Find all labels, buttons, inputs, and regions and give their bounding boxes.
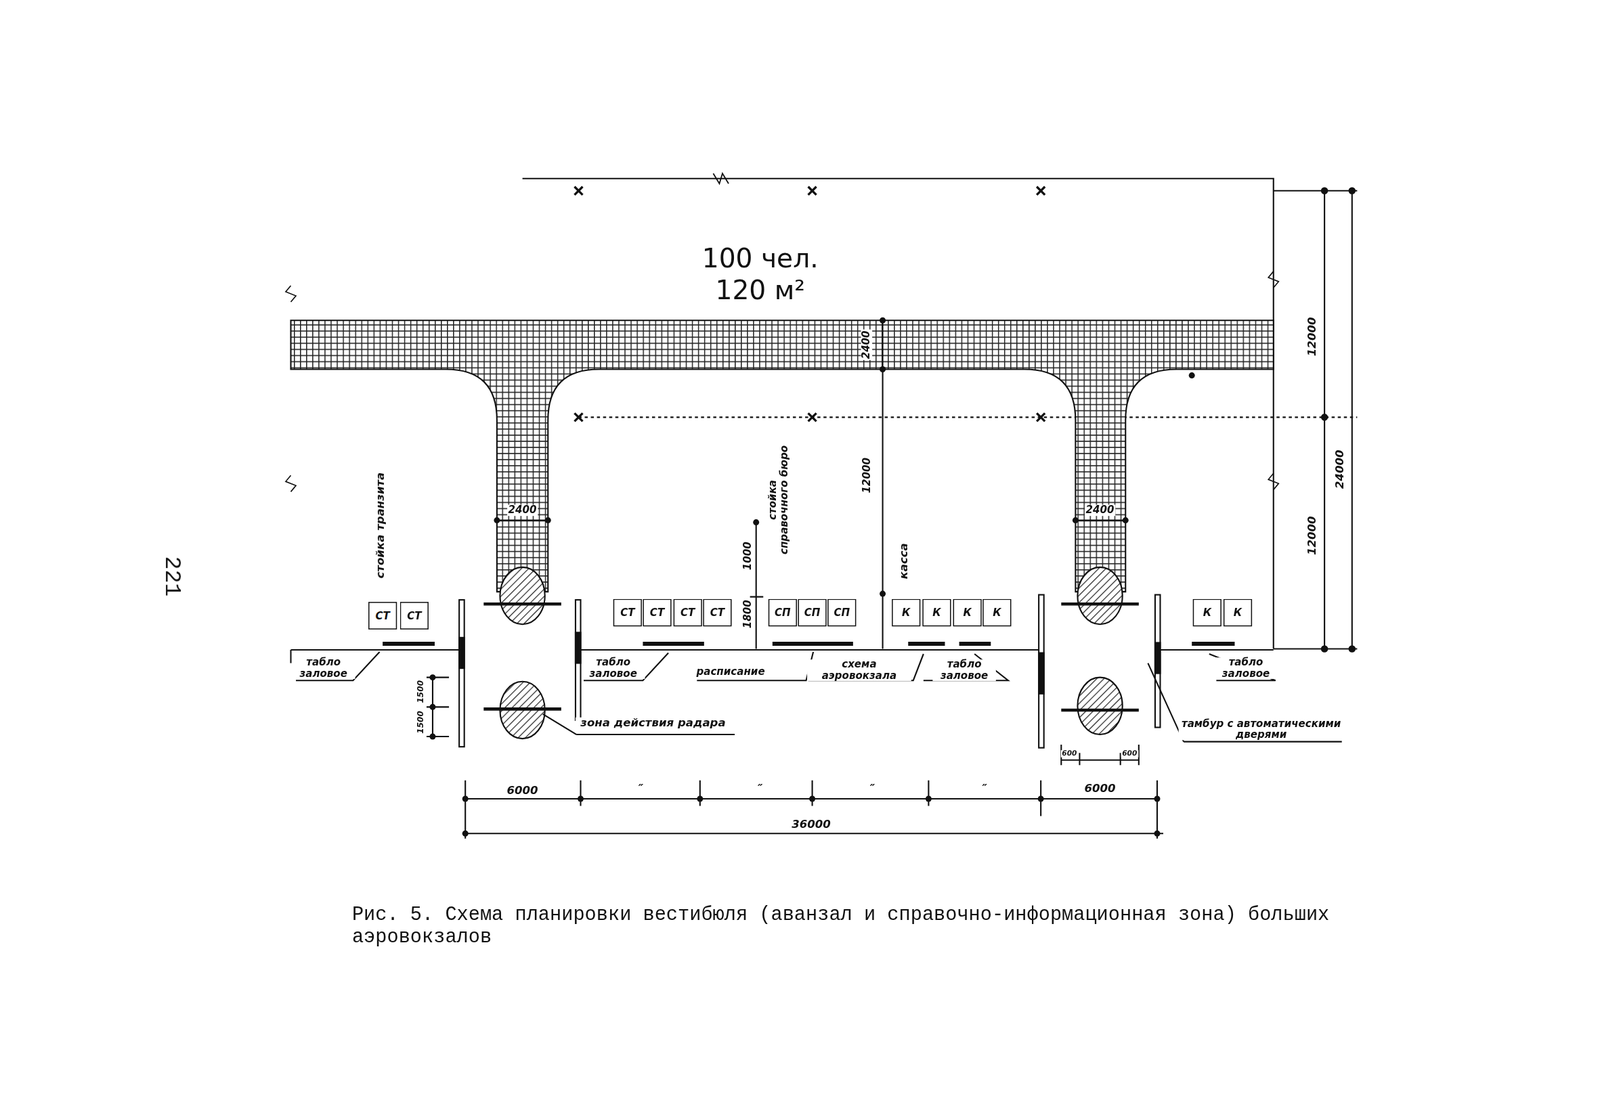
cash-desk: К bbox=[982, 599, 1011, 627]
counter-code: СП bbox=[774, 607, 791, 619]
counter-code: К bbox=[992, 607, 1001, 619]
transit-counter: СТ bbox=[702, 599, 732, 627]
vestibule-label: тамбур с автоматическими дверями bbox=[1178, 719, 1345, 741]
ditto-mark: ″ bbox=[637, 782, 644, 795]
transit-counter: СТ bbox=[400, 601, 429, 630]
dimension-text: 1500 bbox=[417, 679, 426, 705]
cash-desk: К bbox=[891, 599, 921, 627]
page-number: 221 bbox=[159, 555, 184, 598]
transit-counter: СТ bbox=[368, 601, 397, 630]
counter-code: К bbox=[962, 607, 971, 619]
area-note: 120 м² bbox=[714, 276, 807, 305]
counter-label: касса bbox=[898, 542, 911, 581]
counter-code: СТ bbox=[650, 607, 665, 619]
dimension-text: 36000 bbox=[790, 818, 833, 831]
counter-code: СТ bbox=[710, 607, 725, 619]
counter-label: стойка справочного бюро bbox=[767, 442, 790, 558]
display-label: табло заловое bbox=[581, 657, 645, 680]
display-label: расписание bbox=[695, 666, 766, 678]
cash-desk: К bbox=[922, 599, 951, 627]
ditto-mark: ″ bbox=[868, 782, 876, 795]
cash-desk: К bbox=[1223, 599, 1252, 627]
display-label: табло заловое bbox=[1214, 657, 1278, 680]
counter-code: К bbox=[1233, 607, 1242, 619]
display-label: табло заловое bbox=[291, 657, 355, 680]
ditto-mark: ″ bbox=[757, 782, 764, 795]
dimension-text: 12000 bbox=[861, 457, 873, 495]
transit-counter: СТ bbox=[642, 599, 672, 627]
dimension-text: 6000 bbox=[505, 784, 539, 797]
info-counter: СП bbox=[827, 599, 856, 627]
dimension-text: 12000 bbox=[1306, 316, 1318, 358]
dimension-text: 24000 bbox=[1333, 448, 1346, 491]
dimension-text: 600 bbox=[1121, 750, 1139, 758]
dimension-text: 1800 bbox=[742, 599, 754, 630]
dimension-text: 600 bbox=[1061, 750, 1078, 758]
dimension-text: 1000 bbox=[742, 541, 754, 572]
counter-code: СП bbox=[804, 607, 821, 619]
display-label: схема аэровокзала bbox=[807, 659, 912, 682]
counter-code: СП bbox=[833, 607, 850, 619]
dimension-text: 2400 bbox=[507, 505, 538, 516]
info-counter: СП bbox=[797, 599, 827, 627]
counter-label: стойка транзита bbox=[374, 471, 386, 580]
counter-code: К bbox=[901, 607, 911, 619]
info-counter: СП bbox=[768, 599, 797, 627]
counter-code: СТ bbox=[680, 607, 695, 619]
cash-desk: К bbox=[953, 599, 982, 627]
cash-desk: К bbox=[1193, 599, 1222, 627]
dimension-text: 2400 bbox=[1084, 505, 1116, 516]
dimension-text: 6000 bbox=[1083, 782, 1117, 795]
counter-code: СТ bbox=[375, 610, 390, 622]
dimension-text: 12000 bbox=[1306, 515, 1318, 557]
figure-caption: Рис. 5. Схема планировки вестибюля (аван… bbox=[352, 905, 1363, 950]
transit-counter: СТ bbox=[673, 599, 703, 627]
transit-counter: СТ bbox=[613, 599, 642, 627]
ditto-mark: ″ bbox=[981, 782, 988, 795]
dimension-text: 1500 bbox=[417, 710, 426, 736]
display-label: табло заловое bbox=[932, 659, 996, 682]
counter-code: СТ bbox=[620, 607, 635, 619]
counter-code: СТ bbox=[406, 610, 422, 622]
counter-code: К bbox=[1203, 607, 1212, 619]
dimension-text: 2400 bbox=[861, 329, 873, 361]
counter-code: К bbox=[932, 607, 941, 619]
occupancy-note: 100 чел. bbox=[700, 245, 820, 273]
radar-label: зона действия радара bbox=[575, 717, 731, 730]
